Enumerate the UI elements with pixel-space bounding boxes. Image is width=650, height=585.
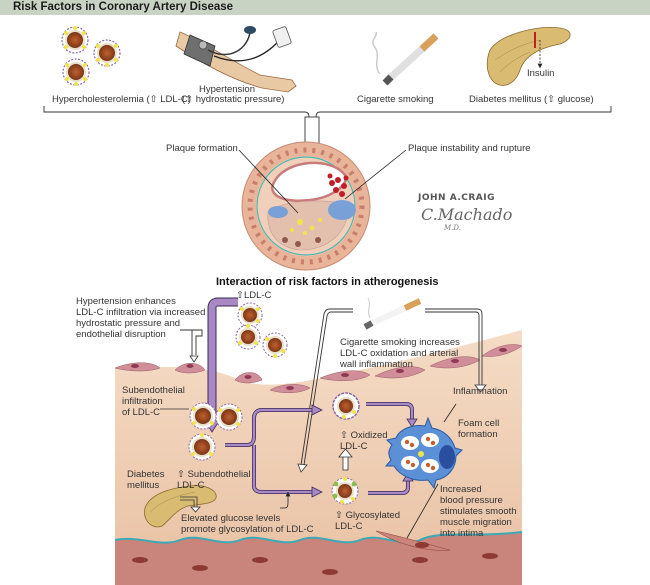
label-hypertension-title: Hypertension xyxy=(199,84,255,95)
label-foam-cell: Foam cell formation xyxy=(458,418,500,440)
signature-machado: C.Machado xyxy=(421,205,513,224)
muscle-nuclei xyxy=(132,553,498,575)
blood-pressure-cuff-icon xyxy=(175,26,297,93)
ldl-modification-arrows xyxy=(225,404,323,498)
label-inflammation: Inflammation xyxy=(453,386,508,397)
label-insulin: Insulin xyxy=(527,68,555,79)
plaque-rupture-leader xyxy=(344,149,407,200)
label-glycosylated-ldl: ⇧ Glycosylated LDL-C xyxy=(335,510,400,532)
page-title: Risk Factors in Coronary Artery Disease xyxy=(13,1,234,13)
signature-craig: JOHN A.CRAIG xyxy=(418,193,495,203)
cigarette-icon xyxy=(372,31,439,86)
internal-elastic-lamina xyxy=(114,531,523,544)
pancreas-small-icon xyxy=(144,485,217,528)
glycosylated-ldl-particle xyxy=(331,477,359,505)
header-bar: Risk Factors in Coronary Artery Disease xyxy=(0,0,650,15)
section-title: Interaction of risk factors in atherogen… xyxy=(216,276,439,288)
label-glucose-note: Elevated glucose levels promote glycosyl… xyxy=(181,513,314,535)
cigarette-small-icon xyxy=(363,297,422,330)
label-subendothelial-infiltration: Subendothelial infiltration of LDL-C xyxy=(122,385,185,418)
label-hypertension-note: Hypertension enhances LDL-C infiltration… xyxy=(76,296,206,340)
label-diabetes: Diabetes mellitus (⇧ glucose) xyxy=(469,94,594,105)
label-diabetes-mellitus: Diabetes mellitus xyxy=(127,469,165,491)
glucose-arrow xyxy=(180,496,201,513)
oxidized-ldl-particle xyxy=(332,392,360,420)
subendothelial-ldl-particles xyxy=(188,402,243,461)
label-bp-note: Increased blood pressure stimulates smoo… xyxy=(440,484,517,539)
label-oxidized-ldl: ⇧ Oxidized LDL-C xyxy=(340,430,388,452)
label-smoking-note: Cigarette smoking increases LDL-C oxidat… xyxy=(340,337,460,370)
label-hypertension: (⇧ hydrostatic pressure) xyxy=(182,94,285,105)
label-plaque-rupture: Plaque instability and rupture xyxy=(408,143,531,154)
pancreas-icon xyxy=(486,27,571,86)
label-ldl-up: ⇧LDL-C xyxy=(236,290,272,301)
smoking-oxidation-arrow xyxy=(297,308,353,473)
hypertension-arrow xyxy=(180,329,203,363)
glycosylated-to-oxidized-arrow xyxy=(338,448,353,471)
foam-cell xyxy=(384,416,463,490)
endothelial-nuclei xyxy=(131,348,507,390)
artery-cross-section xyxy=(241,141,371,271)
signature-md: M.D. xyxy=(444,224,461,232)
migrating-smooth-muscle-cell xyxy=(375,530,451,551)
bp-leader xyxy=(406,483,439,539)
plasma-ldl-particles xyxy=(235,302,288,358)
label-hypercholesterolemia: Hypercholesterolemia (⇧ LDL-C) xyxy=(52,94,191,105)
smoking-inflammation-arrow xyxy=(425,308,487,393)
arterial-tissue xyxy=(115,330,522,585)
label-subendothelial-ldl: ⇧ Subendothelial LDL-C xyxy=(177,469,251,491)
foam-cell-leader xyxy=(443,403,457,423)
ldl-particles-icon xyxy=(61,26,121,86)
label-smoking: Cigarette smoking xyxy=(357,94,434,105)
label-plaque-formation: Plaque formation xyxy=(166,143,238,154)
glucose-leader xyxy=(280,491,291,509)
plaque-formation-leader xyxy=(238,149,299,214)
to-foam-cell-arrows xyxy=(366,402,418,495)
